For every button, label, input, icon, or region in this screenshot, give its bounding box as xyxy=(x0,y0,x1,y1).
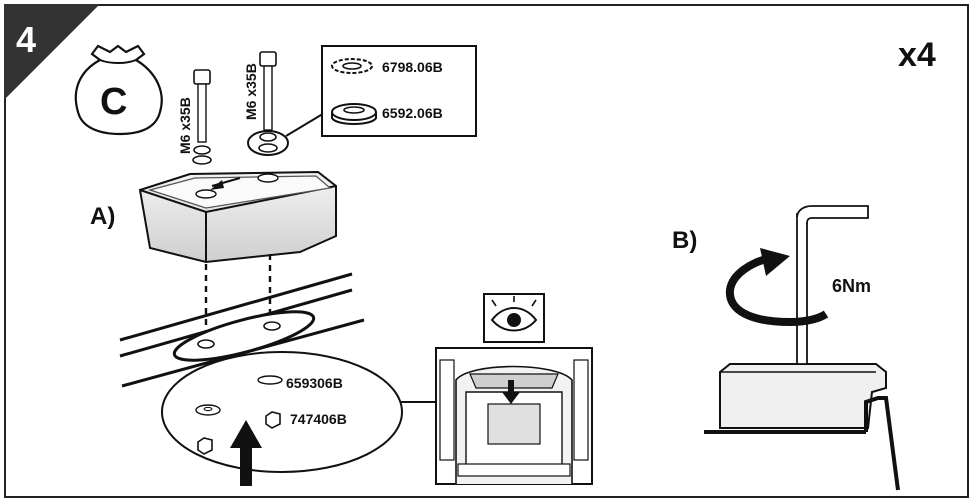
panel-b-label: B) xyxy=(672,227,697,254)
bag-icon: C xyxy=(74,44,163,136)
hex-key-icon xyxy=(796,205,869,365)
quantity-label: x4 xyxy=(898,36,936,74)
detail-part-659306B: 659306B xyxy=(286,375,343,391)
bag-letter: C xyxy=(100,81,127,123)
panel-a-label: A) xyxy=(90,203,115,230)
step-number: 4 xyxy=(16,19,36,60)
bolt-2-label: M6 x35B xyxy=(243,63,259,120)
bolt-1-label: M6 x35B xyxy=(177,97,193,154)
torque-label: 6Nm xyxy=(832,276,871,296)
van-rear-illustration xyxy=(435,347,593,485)
up-arrow-icon xyxy=(230,420,262,486)
rail-foot-section xyxy=(704,363,900,491)
parts-callout-box xyxy=(321,45,477,137)
rotate-arrow-icon xyxy=(725,248,829,326)
eye-icon xyxy=(483,293,545,343)
mounting-block xyxy=(138,170,337,264)
roof-rails xyxy=(119,272,365,388)
part-code-6592: 6592.06B xyxy=(382,105,443,121)
part-code-6798: 6798.06B xyxy=(382,59,443,75)
detail-oval xyxy=(161,351,436,473)
step-badge: 4 xyxy=(4,4,100,100)
detail-part-747406B: 747406B xyxy=(290,411,347,427)
bolt-2 xyxy=(247,51,327,156)
bolt-1 xyxy=(192,69,212,165)
